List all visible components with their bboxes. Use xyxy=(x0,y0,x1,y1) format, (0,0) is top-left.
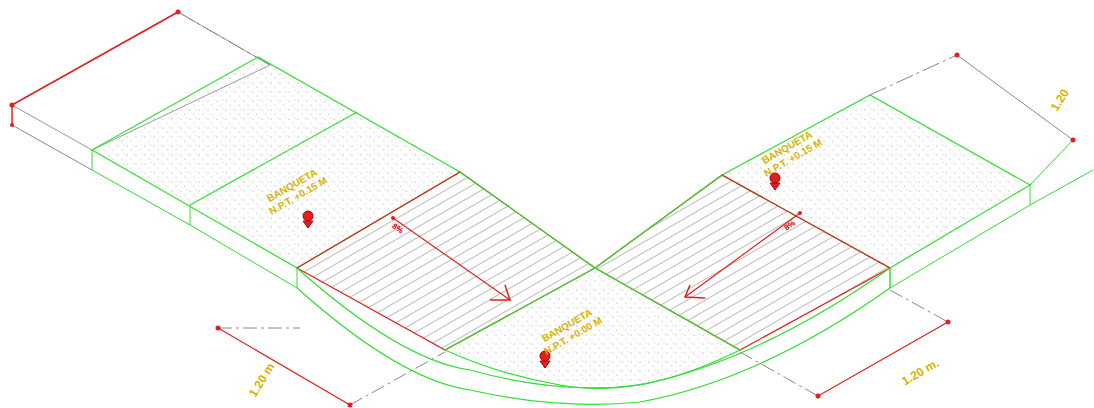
dimension-label: 1.20 xyxy=(1048,86,1072,113)
dimension-label: 1.20 m xyxy=(246,360,278,399)
dimension-label: 1.20 m. xyxy=(899,356,941,388)
